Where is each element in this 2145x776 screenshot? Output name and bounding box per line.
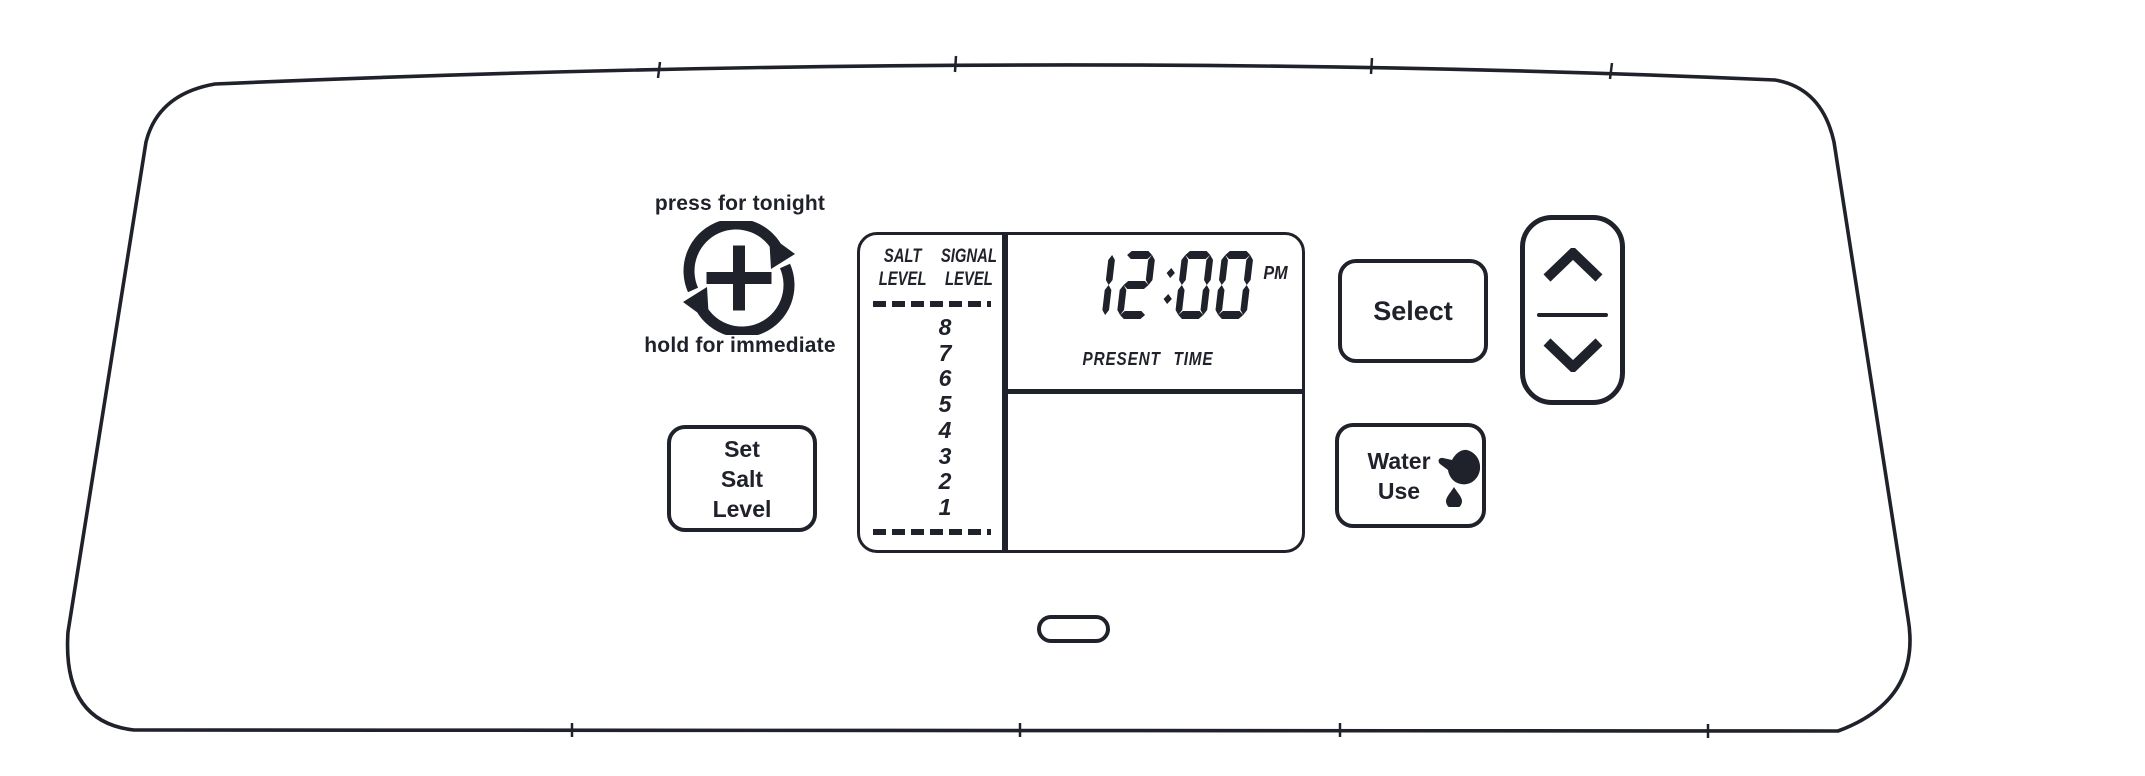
salt-level-2: 2: [938, 468, 952, 495]
salt-level-1: 1: [938, 493, 952, 520]
water-use-button[interactable]: Water Use: [1335, 423, 1486, 528]
recharge-circular-arrows-plus-icon: [683, 221, 795, 335]
salt-level-6: 6: [938, 365, 952, 392]
salt-level-scale: 8 7 6 5 4 3 2 1: [880, 314, 1010, 521]
gauge-top-dashed-line: [873, 301, 991, 307]
lcd-display: SALT LEVEL SIGNAL LEVEL 8 7 6 5 4 3 2 1 …: [857, 232, 1305, 553]
recharge-press-label: press for tonight: [654, 192, 826, 215]
salt-level-4: 4: [938, 416, 952, 443]
salt-level-7: 7: [938, 339, 952, 366]
lcd-lower-display-area: [1008, 394, 1302, 550]
rocker-divider: [1537, 313, 1608, 317]
gauge-bottom-dashed-line: [873, 529, 991, 535]
present-time-display: PM: [1076, 251, 1289, 319]
salt-level-header: SALT LEVEL: [878, 246, 927, 290]
recharge-button[interactable]: [681, 220, 797, 336]
salt-gauge-headers: SALT LEVEL SIGNAL LEVEL: [872, 245, 998, 291]
chevron-up-icon: [1543, 248, 1602, 282]
present-time-caption: PRESENT TIME: [1082, 349, 1214, 369]
meridiem-label: PM: [1263, 263, 1288, 283]
salt-level-3: 3: [938, 442, 952, 469]
salt-level-5: 5: [938, 391, 952, 418]
water-use-label: Water Use: [1367, 447, 1431, 504]
set-salt-level-label: Set Salt Level: [712, 435, 772, 522]
up-arrow-button[interactable]: [1525, 220, 1620, 310]
pill-indicator-light: [1037, 615, 1110, 643]
select-button-label: Select: [1373, 295, 1453, 326]
recharge-hold-label: hold for immediate: [644, 334, 836, 357]
mold-tick-marks: [570, 55, 1710, 738]
chevron-down-icon: [1543, 338, 1602, 372]
set-salt-level-button[interactable]: Set Salt Level: [667, 425, 817, 532]
lcd-column-divider: [1002, 235, 1008, 550]
down-arrow-button[interactable]: [1525, 310, 1620, 400]
faucet-drop-icon: [1438, 449, 1481, 507]
clock-digits: [1076, 251, 1254, 319]
signal-level-header: SIGNAL LEVEL: [941, 246, 998, 290]
lcd-row-divider: [1008, 389, 1302, 394]
up-down-rocker: [1520, 215, 1625, 405]
select-button[interactable]: Select: [1338, 259, 1488, 363]
salt-level-8: 8: [938, 314, 952, 340]
